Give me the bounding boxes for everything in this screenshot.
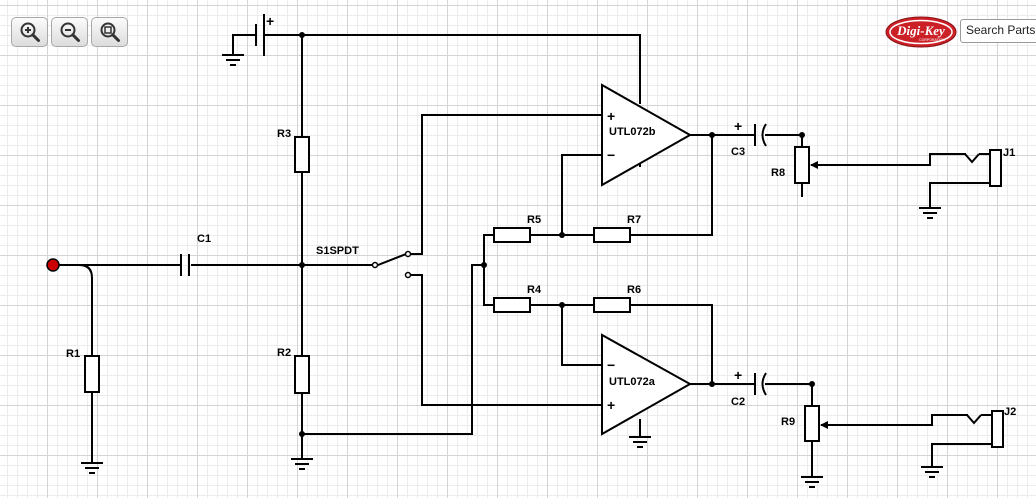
utl072a-label: UTL072a — [609, 376, 656, 388]
resistor-r3[interactable]: R3 — [277, 128, 310, 173]
zoom-fit-button[interactable] — [91, 17, 128, 47]
r5-label: R5 — [527, 214, 541, 226]
junction — [481, 262, 487, 268]
r6-label: R6 — [627, 284, 641, 296]
c1-label: C1 — [197, 233, 211, 245]
junction — [809, 381, 815, 387]
zoom-in-button[interactable] — [11, 17, 48, 47]
jack-j1[interactable]: J1 — [964, 147, 1015, 187]
c3-label: C3 — [731, 146, 745, 158]
zoom-toolbar — [11, 17, 128, 47]
j2-label: J2 — [1004, 406, 1016, 418]
opamp-a-minus-input: − — [607, 357, 615, 373]
resistor-r7[interactable]: R7 — [593, 214, 641, 243]
ground-symbol-opamp-a — [629, 436, 651, 448]
r1-label: R1 — [66, 348, 80, 360]
junction — [299, 32, 305, 38]
junction — [799, 132, 805, 138]
zoom-out-button[interactable] — [51, 17, 88, 47]
junction — [299, 262, 305, 268]
junction — [559, 232, 565, 238]
zoom-fit-icon — [100, 22, 120, 42]
wires — [52, 34, 993, 477]
ground-symbol-battery — [222, 54, 244, 66]
resistor-r4[interactable]: R4 — [493, 284, 542, 313]
c3-plus-sign: + — [734, 118, 742, 134]
j1-label: J1 — [1003, 147, 1015, 159]
r9-label: R9 — [781, 416, 795, 428]
r4-label: R4 — [527, 284, 542, 296]
opamp-b-plus-input: + — [607, 108, 615, 124]
ground-symbol-r1 — [81, 462, 103, 474]
ground-symbol-j1 — [919, 207, 941, 219]
jack-j2[interactable]: J2 — [966, 406, 1016, 448]
resistor-r1[interactable]: R1 — [66, 348, 100, 393]
digikey-logo-graphic: Digi-Key CORPORATION — [885, 16, 957, 48]
r7-label: R7 — [627, 214, 641, 226]
junction — [559, 302, 565, 308]
battery[interactable]: + — [232, 13, 274, 56]
potentiometer-r8[interactable]: R8 — [771, 146, 818, 184]
junction — [709, 381, 715, 387]
junction — [299, 431, 305, 437]
search-parts-input[interactable]: Search Parts — [960, 19, 1036, 43]
junctions — [299, 32, 815, 437]
ground-symbol-j2 — [921, 466, 943, 478]
potentiometer-r9[interactable]: R9 — [781, 405, 828, 442]
r8-label: R8 — [771, 167, 785, 179]
input-node[interactable] — [46, 258, 60, 272]
c2-label: C2 — [731, 396, 745, 408]
r3-label: R3 — [277, 128, 291, 140]
capacitor-c1[interactable]: C1 — [180, 233, 211, 276]
battery-plus-sign: + — [266, 13, 274, 29]
ground-symbol-r9 — [801, 476, 823, 488]
brand-name: Digi-Key — [896, 23, 945, 38]
ground-symbol-r2 — [291, 458, 313, 470]
zoom-out-icon — [60, 22, 80, 42]
capacitor-c2[interactable]: + C2 — [731, 367, 767, 408]
switch-s1spdt[interactable]: S1SPDT — [316, 245, 412, 279]
utl072b-label: UTL072b — [609, 126, 656, 138]
zoom-in-icon — [20, 22, 40, 42]
digikey-logo[interactable]: Digi-Key CORPORATION — [884, 15, 958, 54]
resistor-r5[interactable]: R5 — [493, 214, 541, 243]
resistor-r2[interactable]: R2 — [277, 347, 310, 394]
grounds — [81, 54, 943, 488]
s1spdt-label: S1SPDT — [316, 245, 359, 257]
junction — [709, 132, 715, 138]
opamp-utl072a[interactable]: − + UTL072a — [601, 333, 693, 436]
opamp-a-plus-input: + — [607, 397, 615, 413]
brand-subtitle: CORPORATION — [919, 38, 945, 42]
r2-label: R2 — [277, 347, 291, 359]
opamp-utl072b[interactable]: + − UTL072b — [601, 83, 693, 187]
c2-plus-sign: + — [734, 367, 742, 383]
opamp-b-minus-input: − — [607, 147, 615, 163]
resistor-r6[interactable]: R6 — [593, 284, 641, 313]
capacitor-c3[interactable]: + C3 — [731, 118, 767, 158]
